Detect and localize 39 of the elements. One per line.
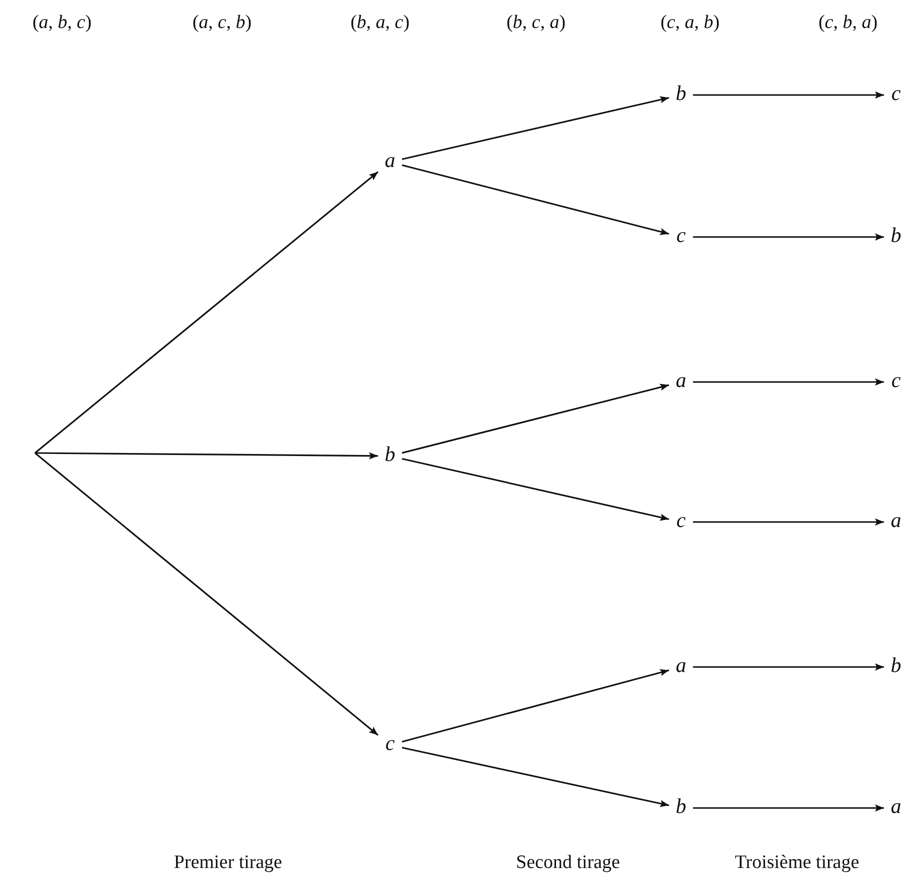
arrow	[693, 518, 884, 526]
arrow	[402, 384, 670, 454]
arrow	[693, 663, 884, 671]
tree-node-letter: b	[887, 654, 905, 678]
permutation-label: (c, b, a)	[818, 12, 878, 34]
permutation-label: (b, a, c)	[350, 12, 410, 34]
arrow	[402, 458, 670, 521]
arrow	[402, 746, 670, 808]
arrow	[402, 96, 670, 160]
arrow	[402, 164, 670, 236]
tree-node-letter: c	[672, 509, 690, 533]
arrow	[34, 452, 378, 736]
stage-label: Troisième tirage	[734, 852, 860, 874]
arrow	[402, 669, 670, 743]
arrow	[693, 378, 884, 386]
tree-node-letter: a	[381, 149, 399, 173]
stage-label: Premier tirage	[174, 852, 282, 874]
tree-node-letter: c	[672, 224, 690, 248]
tree-node-letter: a	[887, 509, 905, 533]
tree-node-letter: b	[381, 443, 399, 467]
arrow	[35, 452, 378, 460]
tree-node-letter: c	[381, 732, 399, 756]
tree-node-letter: c	[887, 369, 905, 393]
arrow	[693, 91, 884, 99]
arrow	[693, 804, 884, 812]
permutation-label: (c, a, b)	[660, 12, 720, 34]
permutation-label: (a, c, b)	[192, 12, 252, 34]
tree-node-letter: a	[887, 795, 905, 819]
permutation-label: (a, b, c)	[32, 12, 92, 34]
stage-label: Second tirage	[516, 852, 620, 874]
tree-node-letter: a	[672, 654, 690, 678]
tree-node-letter: b	[672, 82, 690, 106]
tree-node-letter: c	[887, 82, 905, 106]
tree-node-letter: b	[672, 795, 690, 819]
permutation-label: (b, c, a)	[506, 12, 566, 34]
tree-node-letter: b	[887, 224, 905, 248]
arrow	[34, 171, 378, 454]
arrow	[693, 233, 884, 241]
tree-node-letter: a	[672, 369, 690, 393]
